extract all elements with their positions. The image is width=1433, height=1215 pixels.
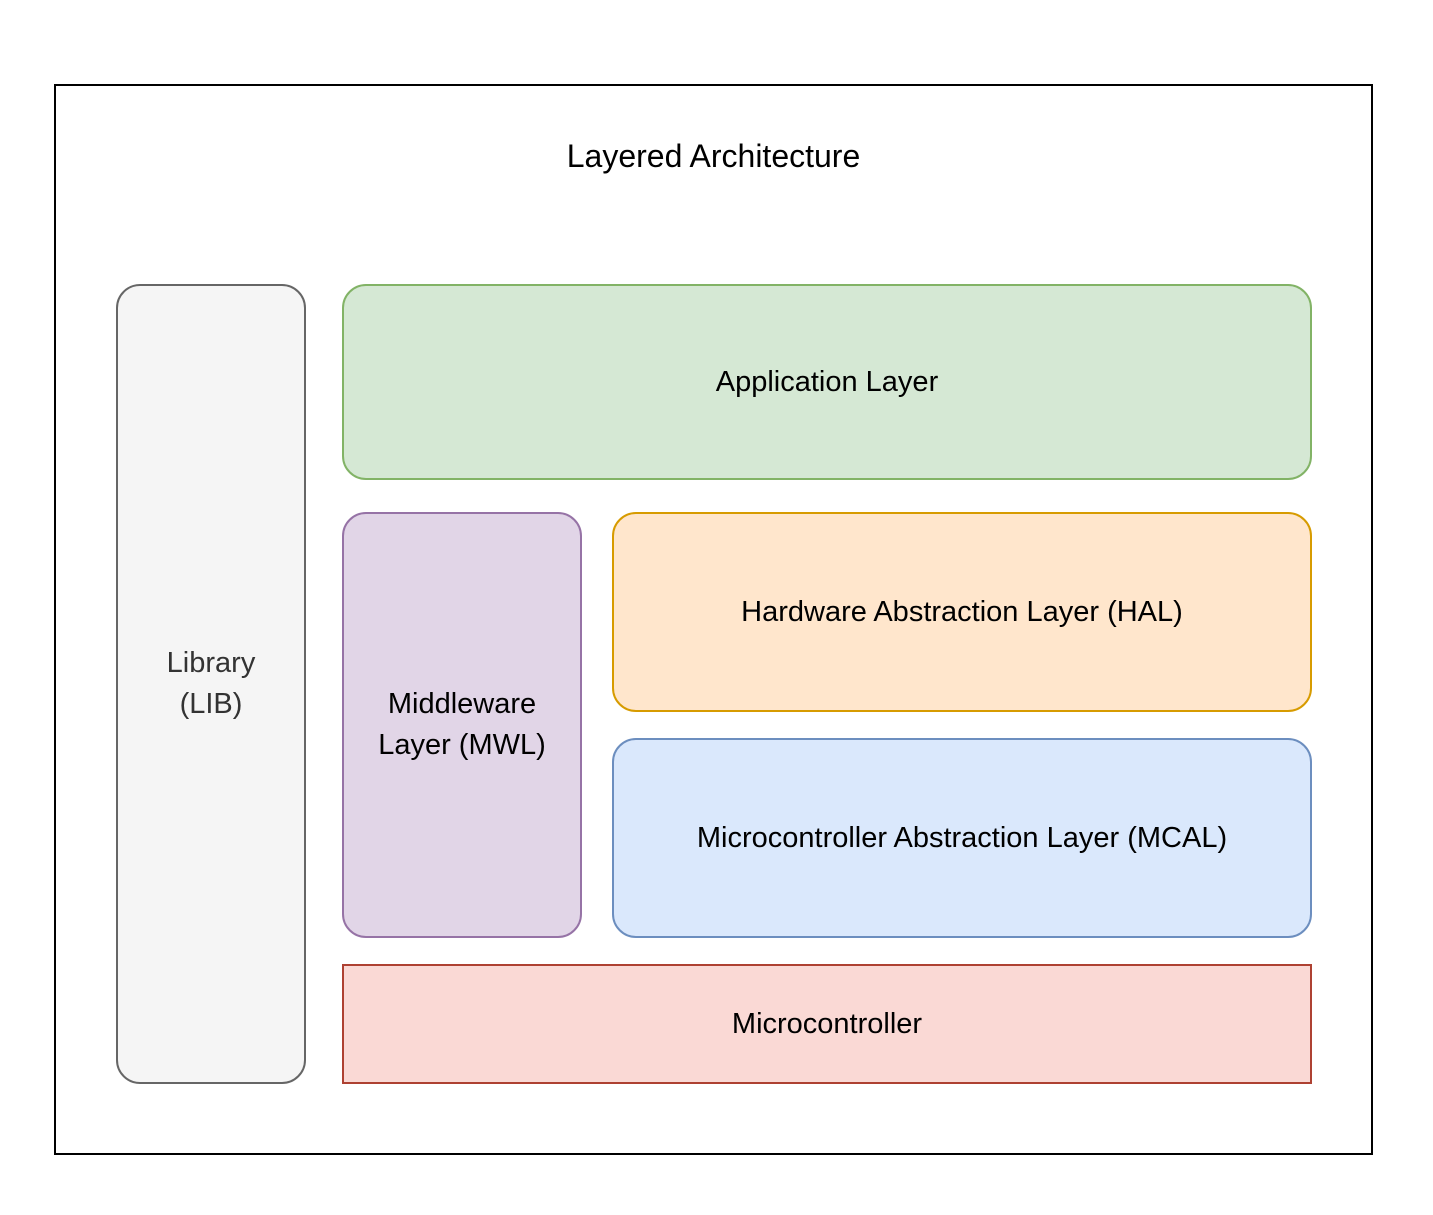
hal-label: Hardware Abstraction Layer (HAL) — [741, 595, 1183, 628]
middleware-layer-block: Middleware Layer (MWL) — [342, 512, 582, 938]
microcontroller-label: Microcontroller — [731, 1007, 923, 1040]
hal-block: Hardware Abstraction Layer (HAL) — [612, 512, 1312, 712]
application-layer-label: Application Layer — [715, 365, 939, 398]
application-layer-block: Application Layer — [342, 284, 1312, 480]
middleware-layer-label: Middleware Layer (MWL) — [378, 688, 546, 761]
diagram-title: Layered Architecture — [566, 138, 861, 174]
mcal-label: Microcontroller Abstraction Layer (MCAL) — [696, 821, 1228, 854]
library-block: Library (LIB) — [116, 284, 306, 1084]
microcontroller-block: Microcontroller — [342, 964, 1312, 1084]
library-label: Library (LIB) — [166, 647, 256, 720]
mcal-block: Microcontroller Abstraction Layer (MCAL) — [612, 738, 1312, 938]
